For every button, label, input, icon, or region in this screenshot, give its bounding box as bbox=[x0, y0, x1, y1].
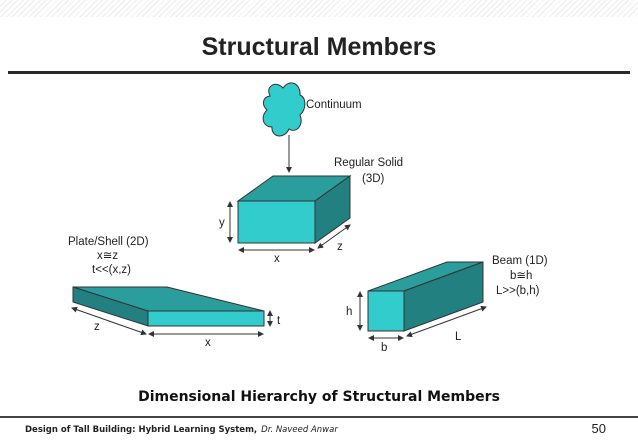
plate-condition-2: t<<(x,z) bbox=[92, 264, 131, 276]
beam-h-label: h bbox=[346, 306, 352, 318]
beam-condition-1: b≅h bbox=[510, 270, 532, 282]
plate-title: Plate/Shell (2D) bbox=[68, 236, 149, 248]
beam-condition-2: L>>(b,h) bbox=[496, 285, 540, 297]
title-divider bbox=[8, 71, 630, 74]
beam-l-dimension bbox=[406, 305, 487, 338]
solid-title: Regular Solid bbox=[334, 157, 403, 169]
page-number: 50 bbox=[591, 421, 606, 436]
continuum-shape bbox=[262, 82, 306, 137]
continuum-label: Continuum bbox=[306, 99, 362, 111]
slide-title: Structural Members bbox=[201, 33, 437, 61]
beam-member bbox=[367, 261, 484, 332]
beam-l-label: L bbox=[455, 331, 462, 343]
plate-shell-slab bbox=[72, 286, 265, 327]
footer-course: Design of Tall Building: Hybrid Learning… bbox=[25, 425, 258, 435]
plate-t-label: t bbox=[277, 315, 281, 327]
plate-condition-1: x≅z bbox=[97, 250, 118, 262]
solid-z-label: z bbox=[337, 241, 343, 253]
solid-y-label: y bbox=[219, 217, 225, 229]
regular-solid-box bbox=[236, 175, 352, 244]
diagram-caption: Dimensional Hierarchy of Structural Memb… bbox=[138, 389, 500, 405]
plate-z-dimension bbox=[71, 306, 147, 336]
header-pattern bbox=[0, 0, 638, 17]
plate-x-label: x bbox=[205, 337, 211, 349]
solid-z-dimension bbox=[317, 224, 351, 249]
footer-author: Dr. Naveed Anwar bbox=[261, 425, 338, 435]
footer-divider bbox=[0, 416, 638, 418]
solid-x-label: x bbox=[274, 253, 280, 265]
footer-credit: Design of Tall Building: Hybrid Learning… bbox=[25, 425, 338, 435]
beam-title: Beam (1D) bbox=[492, 255, 548, 267]
beam-b-label: b bbox=[381, 342, 387, 354]
solid-subtitle: (3D) bbox=[362, 173, 385, 185]
plate-z-label: z bbox=[94, 321, 100, 333]
